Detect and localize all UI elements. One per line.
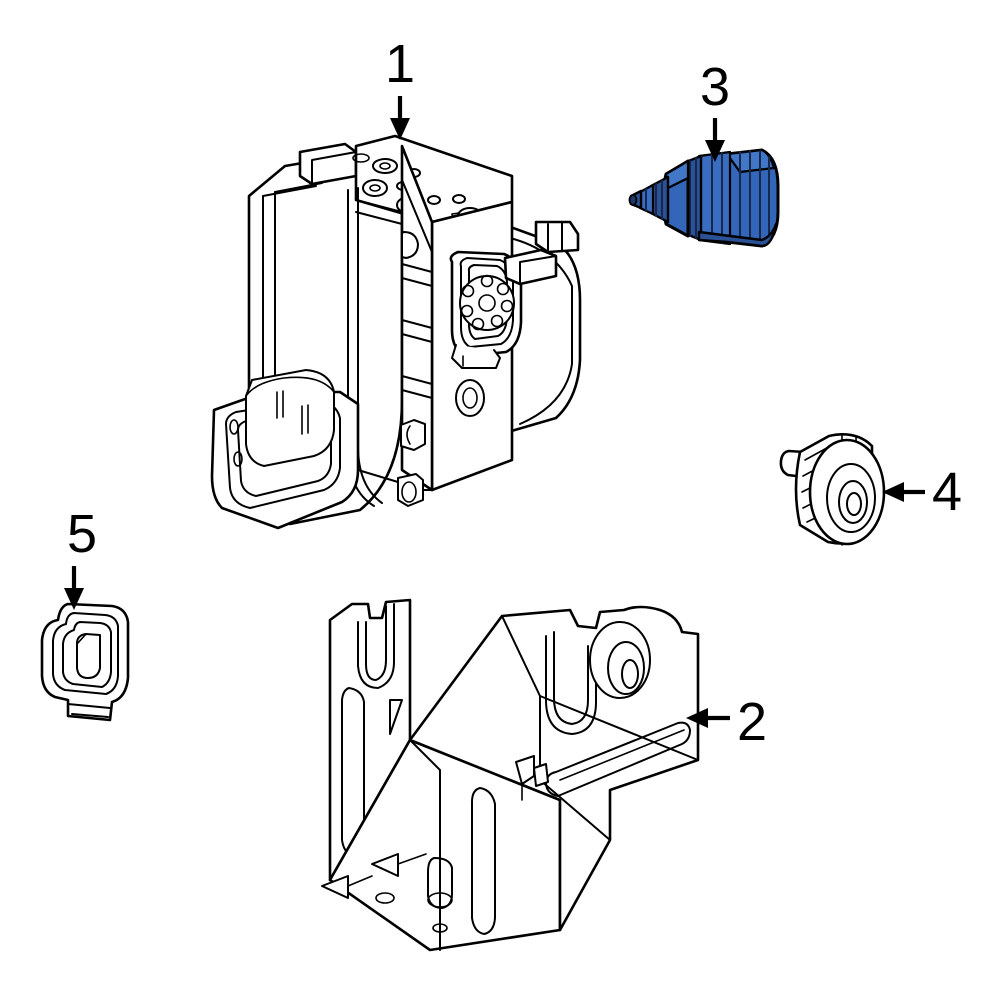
part5-tab-line-2 xyxy=(71,713,109,718)
reservoir-stub xyxy=(245,369,335,467)
bracket-bushing-mid xyxy=(607,641,645,695)
part5-central-opening xyxy=(76,633,101,679)
foot-hole-2 xyxy=(233,451,243,467)
part-1-abs-hydraulic-control-unit[interactable] xyxy=(210,134,582,530)
callout-3[interactable]: 3 xyxy=(700,57,730,162)
bracket-left-notch-outer xyxy=(357,603,395,689)
callout-1-label: 1 xyxy=(385,34,415,94)
bracket-stamp-arrow-1 xyxy=(321,875,349,899)
connector-latch-tab xyxy=(451,344,501,369)
connector-pin-se xyxy=(490,314,504,328)
bracket-stamp-line-2 xyxy=(397,853,427,865)
bracket-base-hole-1 xyxy=(375,892,395,904)
connector-housing-inner-1 xyxy=(459,257,514,348)
port-hole-6 xyxy=(427,195,441,205)
sensor-mid-barrel xyxy=(697,150,732,246)
block-rib-1 xyxy=(355,199,403,213)
block-rib-3 xyxy=(401,263,433,273)
connector-pin-sw xyxy=(460,304,474,318)
callout-5[interactable]: 5 xyxy=(64,504,97,610)
connector-pin-s xyxy=(471,317,485,331)
hex-plug xyxy=(400,419,426,451)
bracket-right-notch-inner xyxy=(553,631,589,725)
reservoir-stub-rim xyxy=(245,376,335,397)
block-rib-8 xyxy=(401,389,433,399)
callout-5-label: 5 xyxy=(67,504,97,564)
lower-left-foot-inner-2 xyxy=(237,410,332,497)
connector-pin-ne xyxy=(496,282,510,296)
part-2-mounting-bracket[interactable] xyxy=(321,598,700,952)
motor-cylinder-edge xyxy=(509,237,573,425)
callout-3-label: 3 xyxy=(700,57,730,117)
connector-cable-boot xyxy=(503,248,558,286)
bracket-long-rib-center xyxy=(559,729,685,781)
top-left-tab xyxy=(298,142,358,186)
port-hole-1 xyxy=(372,158,398,174)
callout-1[interactable]: 1 xyxy=(385,34,415,140)
bracket-left-notch xyxy=(365,605,387,681)
part-5-rubber-seal-grommet[interactable] xyxy=(40,602,130,722)
lower-left-foot-inner-1 xyxy=(225,399,341,509)
part4-disc-hub xyxy=(846,492,862,516)
connector-pin-nw xyxy=(461,284,475,298)
bracket-right-notch-outer xyxy=(545,635,597,735)
bracket-bushing-bore xyxy=(621,659,639,689)
part5-opening-chamfer xyxy=(76,633,87,645)
sensor-bottom-shadow xyxy=(697,222,778,248)
bracket-left-triangle-cut xyxy=(389,699,403,735)
top-left-tab-edge xyxy=(311,151,357,185)
part5-tab-line-1 xyxy=(67,703,111,709)
block-rib-7 xyxy=(401,375,433,385)
bracket-stamp-arrow-2 xyxy=(371,853,399,877)
port-slot-1 xyxy=(352,153,370,163)
bottom-bolt-hole xyxy=(401,481,417,503)
callout-3-arrow-head xyxy=(705,140,725,162)
callout-2[interactable]: 2 xyxy=(686,692,767,752)
callout-1-arrow-head xyxy=(390,118,410,140)
sensor-tip-bore xyxy=(628,194,638,206)
valve-block-left-edge xyxy=(401,179,433,253)
block-rib-2 xyxy=(355,211,403,225)
callout-4-label: 4 xyxy=(932,462,962,522)
part4-front-disc xyxy=(808,438,886,546)
side-boss-knob xyxy=(401,231,419,259)
port-hole-7 xyxy=(452,194,466,204)
callout-2-label: 2 xyxy=(737,692,767,752)
bracket-stamp-line-1 xyxy=(347,875,373,887)
connector-pin-e xyxy=(500,299,514,313)
port-hole-3 xyxy=(362,179,388,197)
connector-boot-edge xyxy=(519,255,557,285)
port-hole-3-inner xyxy=(369,184,381,192)
part4-disc-ring-1 xyxy=(826,463,876,533)
motor-shaft-boss xyxy=(534,220,580,254)
bracket-front-slot xyxy=(471,787,496,935)
callout-2-arrow-head xyxy=(686,708,708,728)
port-hole-1-inner xyxy=(379,162,391,170)
block-rib-4 xyxy=(401,277,433,287)
part4-disc-ring-2 xyxy=(838,480,868,524)
part-4-pump-motor-grommet[interactable] xyxy=(779,433,886,546)
connector-pin-n xyxy=(480,274,494,288)
callout-5-arrow-head xyxy=(64,588,84,610)
part-3-pressure-sensor[interactable] xyxy=(628,148,780,248)
callout-4-arrow-head xyxy=(882,482,904,502)
bracket-bushing-outer xyxy=(589,621,651,699)
bracket-front-fold xyxy=(409,739,441,951)
block-rib-5 xyxy=(401,319,433,329)
part5-inner-rim-1 xyxy=(52,612,119,695)
left-block-top-inner xyxy=(262,185,317,197)
connector-center-pin xyxy=(478,294,496,312)
bottom-edge-join xyxy=(357,469,399,483)
part5-inner-rim-2 xyxy=(62,621,112,688)
foot-hole-1 xyxy=(229,419,239,435)
callout-4[interactable]: 4 xyxy=(882,462,962,522)
part5-outer-body xyxy=(40,602,130,722)
block-rib-6 xyxy=(401,333,433,343)
hex-plug-shade xyxy=(406,425,411,445)
mount-eyelet-inner xyxy=(462,387,478,409)
bracket-tab-clip xyxy=(533,763,549,787)
mount-eyelet-outer xyxy=(455,379,485,417)
